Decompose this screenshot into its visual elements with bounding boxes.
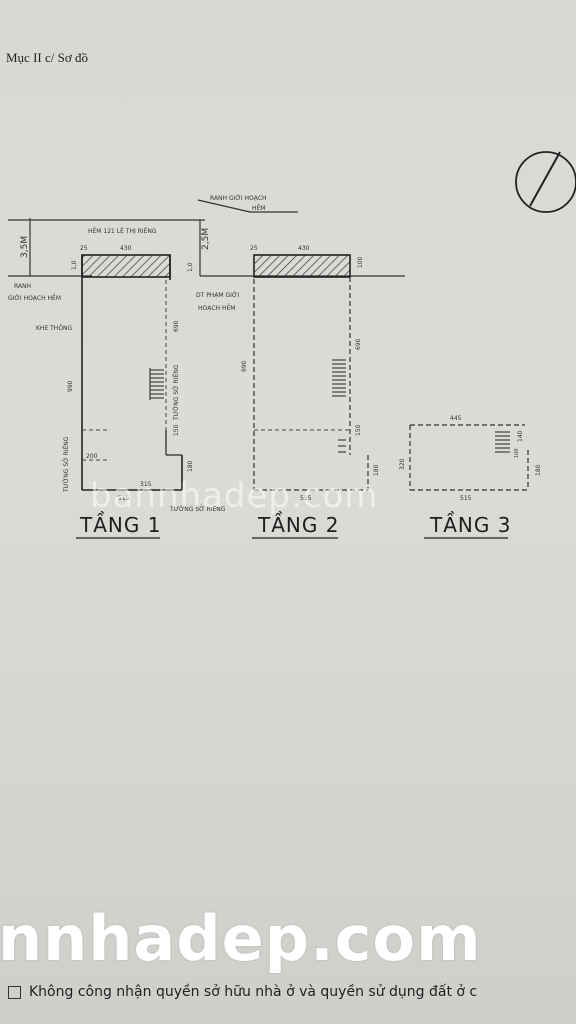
dim-690b: 690	[355, 338, 362, 350]
dim-1-0-left: 1,0	[71, 260, 78, 270]
label-hem-4m: HẺM	[252, 204, 265, 212]
dim-3-5m: 3,5M	[20, 236, 30, 258]
dim-2-5m: 2,5M	[201, 228, 211, 250]
dim-100: 100	[357, 256, 364, 268]
floor-title-tang-3: TẦNG 3	[430, 513, 512, 537]
north-arrow-icon	[515, 151, 576, 213]
label-gioi-hoach-hem: GIỚI HOẠCH HẺM	[8, 294, 61, 302]
plan-tang-3	[409, 424, 529, 491]
label-tuong-so-rieng-bottom: TƯỜNG SỞ RIÊNG	[169, 505, 226, 513]
dim-180b: 180	[373, 464, 380, 476]
dim-150b: 150	[355, 424, 362, 436]
checkbox-icon	[8, 985, 21, 999]
dim-515: 515	[118, 495, 130, 502]
dim-150: 150	[173, 424, 180, 436]
watermark-small: bannhadep.com	[90, 476, 379, 516]
dim-430: 430	[120, 245, 132, 252]
label-ranh-qh-top: RANH GIỚI HOẠCH	[210, 195, 267, 202]
dim-515b: 515	[300, 495, 312, 502]
label-hoach-hem: HOẠCH HẺM	[198, 304, 235, 312]
dim-180: 180	[187, 460, 194, 472]
dim-25: 25	[80, 245, 88, 252]
dim-320: 320	[399, 458, 406, 470]
dim-990: 990	[67, 380, 74, 392]
dim-430b: 430	[298, 245, 310, 252]
plan-tang-1	[81, 254, 183, 491]
dim-515c: 515	[460, 495, 472, 502]
dim-1-0-right: 1,0	[187, 262, 194, 272]
floor-title-tang-2: TẦNG 2	[258, 513, 340, 537]
section-heading: Mục II c/ Sơ đồ	[6, 50, 88, 65]
floor-title-tang-1: TẦNG 1	[80, 513, 162, 537]
label-ranh: RANH	[14, 283, 31, 290]
dim-445: 445	[450, 415, 462, 422]
label-hem-address: HẺM 121 LÊ THỊ RIÊNG	[88, 227, 157, 235]
footer-line: Không công nhận quyền sở hữu nhà ở và qu…	[0, 984, 576, 1000]
dim-315: 315	[140, 481, 152, 488]
dim-140: 140	[517, 430, 524, 442]
label-tuong-so-rieng-mid: TƯỜNG SỞ RIÊNG	[172, 364, 180, 421]
label-dt-pham-gioi: DT PHẠM GIỚI	[196, 292, 239, 299]
dim-990b: 990	[241, 360, 248, 372]
dim-200: 200	[86, 453, 98, 460]
plan-tang-2	[253, 254, 369, 491]
label-khe-thong: KHE THÔNG	[36, 325, 73, 332]
footer-text: Không công nhận quyền sở hữu nhà ở và qu…	[29, 984, 478, 1000]
dim-100-t3: 100	[514, 448, 520, 458]
dim-180c: 180	[535, 464, 542, 476]
watermark-big: nnhadep.com	[0, 902, 482, 975]
label-tuong-so-rieng-left: TƯỜNG SỞ RIÊNG	[62, 436, 70, 493]
dim-25b: 25	[250, 245, 258, 252]
dim-690: 690	[173, 320, 180, 332]
